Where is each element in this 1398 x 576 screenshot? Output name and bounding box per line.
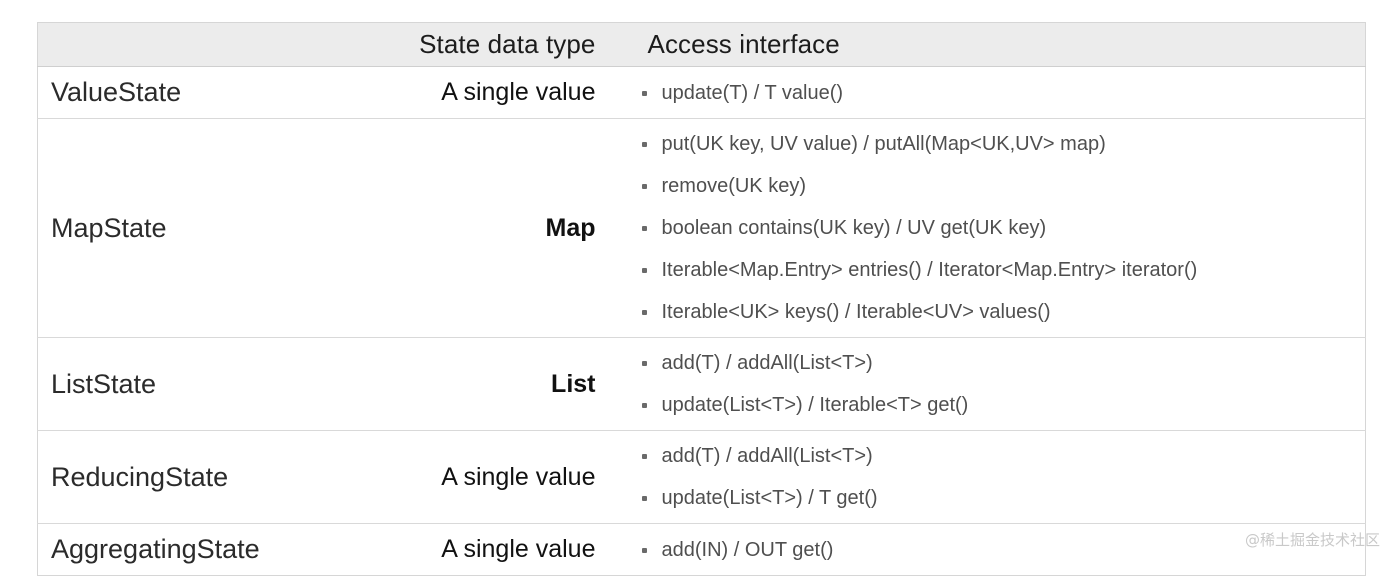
access-interface-label: put(UK key, UV value) / putAll(Map<UK,UV… — [661, 133, 1106, 155]
table-row: AggregatingState A single value add(IN) … — [37, 523, 1366, 576]
state-data-type-label: List — [551, 369, 596, 398]
state-name-cell: ListState — [37, 337, 333, 431]
state-name-label: ValueState — [51, 77, 182, 108]
watermark-label: @稀土掘金技术社区 — [1244, 531, 1380, 549]
bullet-icon — [641, 142, 647, 147]
access-interface-list: update(T) / T value() — [618, 82, 1366, 104]
table-row: ListState List add(T) / addAll(List<T>) … — [37, 337, 1366, 431]
list-item: add(T) / addAll(List<T>) — [638, 352, 1366, 374]
table-row: ValueState A single value update(T) / T … — [37, 66, 1366, 119]
access-interface-list: add(IN) / OUT get() — [618, 539, 1366, 561]
column-header-access-interface-label: Access interface — [647, 29, 840, 59]
list-item: update(List<T>) / T get() — [638, 487, 1366, 509]
access-interface-cell: add(T) / addAll(List<T>) update(List<T>)… — [617, 430, 1366, 524]
state-table-container: State data type Access interface ValueSt… — [37, 22, 1366, 576]
list-item: Iterable<UK> keys() / Iterable<UV> value… — [638, 301, 1366, 323]
bullet-icon — [641, 184, 647, 189]
list-item: add(IN) / OUT get() — [638, 539, 1366, 561]
column-header-access-interface: Access interface — [617, 22, 1366, 67]
state-data-type-cell: A single value — [332, 430, 618, 524]
access-interface-label: add(T) / addAll(List<T>) — [661, 445, 873, 467]
list-item: update(List<T>) / Iterable<T> get() — [638, 394, 1366, 416]
access-interface-label: add(IN) / OUT get() — [661, 538, 834, 561]
state-name-label: ReducingState — [51, 461, 229, 492]
bullet-icon — [641, 90, 647, 96]
state-data-type-cell: Map — [332, 118, 618, 338]
table-row: ReducingState A single value add(T) / ad… — [37, 430, 1366, 524]
column-header-state-data-type: State data type — [332, 22, 618, 67]
state-name-cell: ValueState — [37, 66, 333, 119]
list-item: add(T) / addAll(List<T>) — [638, 445, 1366, 467]
bullet-icon — [641, 403, 647, 408]
access-interface-list: put(UK key, UV value) / putAll(Map<UK,UV… — [618, 133, 1366, 323]
list-item: put(UK key, UV value) / putAll(Map<UK,UV… — [638, 133, 1366, 155]
state-data-type-label: A single value — [441, 78, 596, 107]
access-interface-label: remove(UK key) — [661, 175, 806, 197]
column-header-state-data-type-label: State data type — [419, 29, 596, 59]
state-name-cell: AggregatingState — [37, 523, 333, 576]
bullet-icon — [641, 226, 647, 231]
access-interface-label: Iterable<Map.Entry> entries() / Iterator… — [661, 259, 1198, 281]
list-item: Iterable<Map.Entry> entries() / Iterator… — [638, 259, 1366, 281]
bullet-icon — [641, 547, 647, 553]
flink-state-types-table: State data type Access interface ValueSt… — [37, 22, 1366, 576]
bullet-icon — [641, 496, 647, 501]
access-interface-label: update(List<T>) / Iterable<T> get() — [661, 394, 969, 416]
state-name-label: MapState — [51, 212, 167, 243]
table-header-row: State data type Access interface — [37, 22, 1366, 67]
state-name-label: AggregatingState — [51, 534, 260, 565]
state-data-type-label: Map — [545, 213, 596, 242]
access-interface-cell: put(UK key, UV value) / putAll(Map<UK,UV… — [617, 118, 1366, 338]
access-interface-label: update(List<T>) / T get() — [661, 487, 878, 509]
access-interface-label: boolean contains(UK key) / UV get(UK key… — [661, 217, 1047, 239]
table-row: MapState Map put(UK key, UV value) / put… — [37, 118, 1366, 338]
state-data-type-label: A single value — [441, 462, 596, 491]
access-interface-label: add(T) / addAll(List<T>) — [661, 352, 873, 374]
list-item: boolean contains(UK key) / UV get(UK key… — [638, 217, 1366, 239]
access-interface-label: update(T) / T value() — [661, 81, 844, 104]
state-data-type-cell: A single value — [332, 66, 618, 119]
column-header-state-name — [37, 22, 333, 67]
bullet-icon — [641, 268, 647, 273]
bullet-icon — [641, 361, 647, 366]
state-data-type-cell: List — [332, 337, 618, 431]
list-item: update(T) / T value() — [638, 82, 1366, 104]
access-interface-cell: add(T) / addAll(List<T>) update(List<T>)… — [617, 337, 1366, 431]
list-item: remove(UK key) — [638, 175, 1366, 197]
access-interface-list: add(T) / addAll(List<T>) update(List<T>)… — [618, 352, 1366, 416]
table-body: ValueState A single value update(T) / T … — [37, 66, 1366, 576]
access-interface-list: add(T) / addAll(List<T>) update(List<T>)… — [618, 445, 1366, 509]
bullet-icon — [641, 454, 647, 459]
bullet-icon — [641, 310, 647, 315]
access-interface-label: Iterable<UK> keys() / Iterable<UV> value… — [661, 301, 1051, 323]
state-name-cell: MapState — [37, 118, 333, 338]
state-data-type-label: A single value — [441, 535, 596, 564]
table-header: State data type Access interface — [37, 22, 1366, 67]
state-data-type-cell: A single value — [332, 523, 618, 576]
access-interface-cell: update(T) / T value() — [617, 66, 1366, 119]
state-name-cell: ReducingState — [37, 430, 333, 524]
state-name-label: ListState — [51, 368, 157, 399]
